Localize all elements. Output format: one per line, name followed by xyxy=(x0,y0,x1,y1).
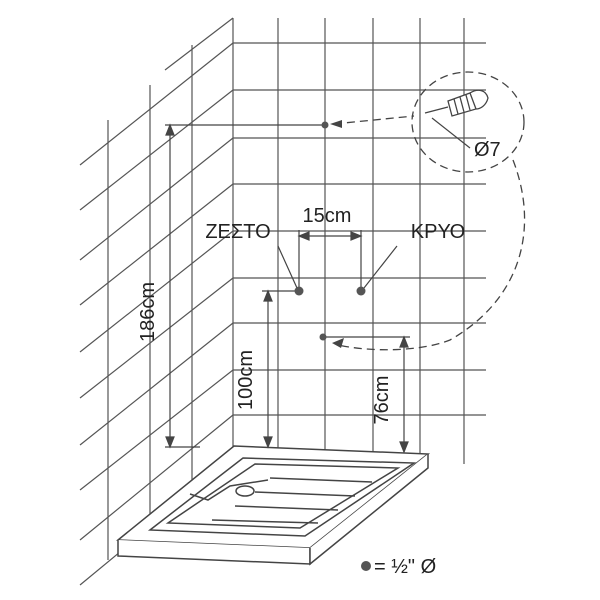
drain-outlet-point xyxy=(319,333,327,341)
hot-leader xyxy=(277,245,298,289)
drill-detail-callout xyxy=(333,71,526,351)
hot-pipe-point xyxy=(294,286,304,296)
height-drain-label: 76cm xyxy=(371,376,393,425)
height-shower-label: 186cm xyxy=(137,282,159,342)
pipe-point-icon xyxy=(361,561,371,571)
height-valves-label: 100cm xyxy=(235,350,257,410)
dimension-100 xyxy=(262,289,300,449)
back-wall-tiles xyxy=(232,18,486,464)
legend-label: = ½" Ø xyxy=(374,556,436,578)
dimension-186 xyxy=(165,123,325,449)
cold-leader xyxy=(363,245,398,289)
dimension-76 xyxy=(323,335,410,454)
drill-bit-icon xyxy=(424,89,489,117)
spacing-label: 15cm xyxy=(303,205,352,227)
shower-tray xyxy=(115,445,431,566)
side-wall-tiles xyxy=(79,17,234,586)
drill-leader xyxy=(431,117,471,149)
drill-diameter-label: Ø7 xyxy=(474,139,501,161)
dimension-15 xyxy=(297,230,363,290)
shower-anchor-point xyxy=(321,121,329,129)
cold-pipe-point xyxy=(356,286,366,296)
drain-hole xyxy=(235,485,255,497)
hot-label: ΖΕΣΤΟ xyxy=(205,221,270,243)
cold-label: ΚΡΥΟ xyxy=(411,221,465,243)
shower-arrowhead xyxy=(330,120,342,128)
drain-arrowhead xyxy=(332,338,344,348)
